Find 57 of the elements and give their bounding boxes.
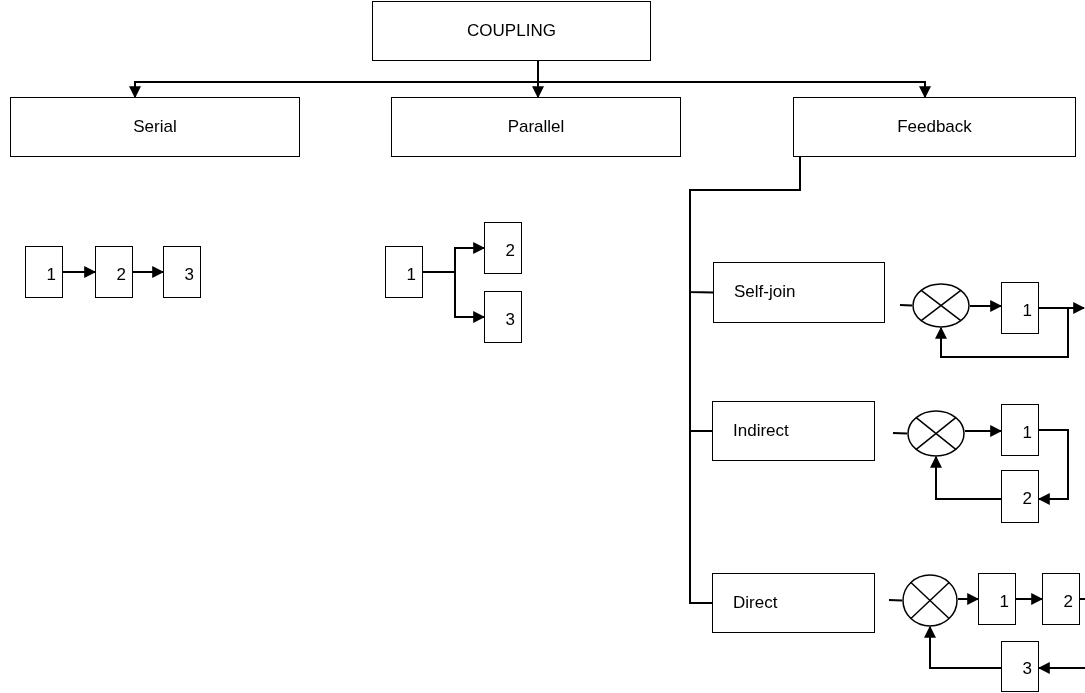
arrow (62, 266, 97, 278)
box-label: COUPLING (467, 21, 556, 41)
block-box (95, 246, 133, 298)
block-number: 1 (1022, 423, 1032, 443)
arrow (957, 593, 980, 605)
arrow (422, 271, 486, 323)
block-number: 1 (999, 592, 1009, 612)
type-box (713, 262, 885, 323)
category-box (391, 97, 681, 157)
type-box (712, 573, 875, 633)
block-number: 3 (184, 265, 194, 285)
block-box (1001, 282, 1039, 334)
block-box (484, 291, 522, 343)
block-box (484, 222, 522, 274)
box-label: Self-join (734, 283, 796, 302)
arrow (964, 425, 1003, 437)
arrow (930, 455, 1002, 500)
box-label: Direct (733, 593, 778, 613)
block-number: 2 (505, 241, 515, 261)
arrow (1015, 593, 1044, 605)
connector-line (888, 599, 903, 602)
connector-line (1079, 598, 1085, 600)
block-number: 1 (1022, 301, 1032, 321)
arrow (969, 300, 1003, 312)
block-number: 1 (406, 265, 416, 285)
type-box (712, 401, 875, 461)
block-box (163, 246, 201, 298)
summing-junction-icon (912, 283, 970, 328)
block-box (1001, 404, 1039, 456)
block-number: 3 (505, 310, 515, 330)
summing-junction-icon (902, 574, 958, 627)
block-number: 3 (1022, 660, 1032, 679)
category-box (10, 97, 300, 157)
summing-junction-icon (907, 410, 965, 457)
arrow (935, 307, 1069, 358)
block-box (1001, 641, 1039, 692)
arrow (1037, 429, 1069, 505)
arrow (1037, 662, 1085, 674)
block-box (978, 573, 1016, 625)
block-box (1042, 573, 1080, 625)
block-box (25, 246, 63, 298)
block-number: 2 (116, 265, 126, 285)
block-number: 1 (46, 265, 56, 285)
connector-line (892, 432, 908, 435)
box-label: Parallel (507, 117, 565, 137)
box-label: Feedback (897, 117, 972, 137)
category-box (793, 97, 1076, 157)
box-label: Indirect (733, 421, 789, 441)
block-number: 2 (1022, 490, 1032, 509)
block-number: 2 (1063, 592, 1073, 612)
connector-line (899, 304, 913, 307)
arrow (132, 266, 165, 278)
arrow (924, 625, 1002, 669)
block-box (385, 246, 423, 298)
title-box (372, 1, 651, 61)
block-box (1001, 470, 1039, 523)
box-label: Serial (133, 117, 177, 137)
